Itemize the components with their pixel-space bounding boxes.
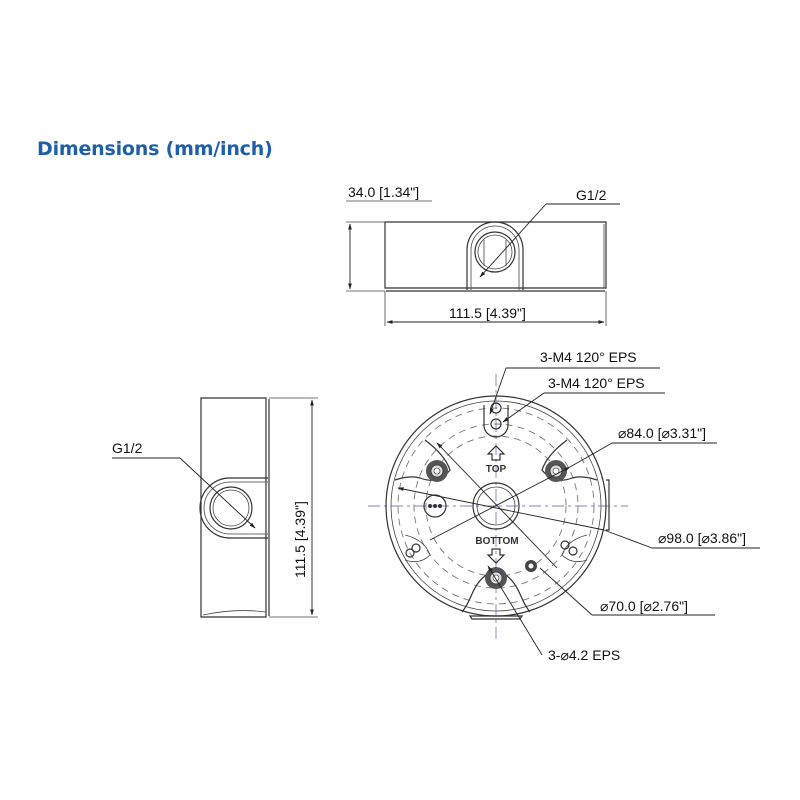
thread-label-left: G1/2: [112, 440, 143, 456]
height-dimension-label-left: 111.5 [4.39"]: [292, 501, 308, 578]
hole-label: 3-⌀4.2 EPS: [548, 647, 620, 663]
side-view-top: 34.0 [1.34"] 111.5 [4.39"] G1/2: [346, 184, 620, 326]
screw-label-2: 3-M4 120° EPS: [548, 375, 645, 391]
bottom-marker: BOTTOM: [475, 536, 518, 547]
page-title: Dimensions (mm/inch): [37, 138, 273, 160]
diameter-84-label: ⌀84.0 [⌀3.31"]: [618, 425, 706, 441]
diameter-70-label: ⌀70.0 [⌀2.76"]: [600, 598, 688, 614]
width-dimension-label: 111.5 [4.39"]: [449, 305, 526, 321]
side-view-left: 111.5 [4.39"] G1/2: [112, 397, 318, 618]
plan-view: TOP BOTTOM ⌀84.0 [⌀3.31"] ⌀98.0 [⌀3.86"]…: [368, 349, 760, 663]
top-marker: TOP: [486, 464, 507, 475]
thread-label-top: G1/2: [576, 187, 607, 203]
height-dimension-label: 34.0 [1.34"]: [348, 184, 419, 200]
screw-label-1: 3-M4 120° EPS: [540, 349, 637, 365]
diameter-98-label: ⌀98.0 [⌀3.86"]: [658, 530, 746, 546]
